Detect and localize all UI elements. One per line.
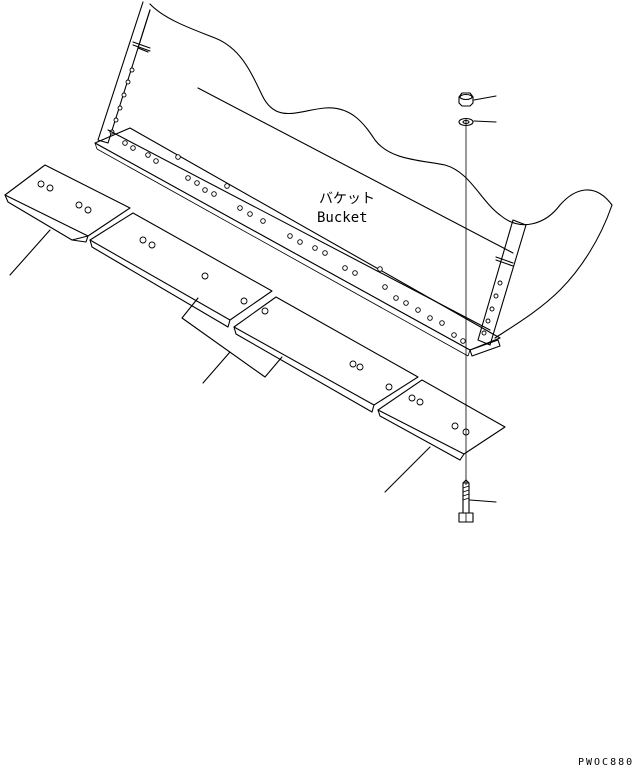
bucket bbox=[94, 1, 613, 357]
base-edge-hatch bbox=[94, 142, 471, 357]
bolt-icon bbox=[458, 479, 474, 523]
nut-icon bbox=[458, 92, 474, 107]
washer-icon bbox=[458, 117, 474, 127]
cutting-edge-end-left bbox=[4, 164, 131, 243]
left-side-stripe bbox=[132, 41, 151, 49]
cutting-edge-middle-1 bbox=[89, 212, 273, 328]
right-side-holes bbox=[481, 280, 503, 336]
right-side-plate bbox=[477, 219, 527, 346]
right-side-stripe bbox=[495, 256, 514, 264]
base-edge-lip bbox=[469, 339, 501, 357]
base-edge-holes bbox=[122, 140, 466, 344]
leader-middle bbox=[202, 351, 231, 384]
cutting-edge-middle-2 bbox=[233, 296, 419, 413]
leader-end-right bbox=[384, 446, 431, 493]
leader-washer bbox=[473, 120, 497, 123]
leader-lines bbox=[9, 95, 497, 503]
bucket-label-jp: バケット bbox=[319, 191, 375, 207]
bucket-label-en: Bucket bbox=[317, 210, 368, 226]
left-side-plate bbox=[97, 1, 151, 144]
right-side-stripe-2 bbox=[495, 259, 514, 267]
bucket-break-line bbox=[149, 3, 613, 225]
leader-nut bbox=[473, 95, 497, 101]
fastener-assembly bbox=[458, 92, 474, 523]
left-side-stripe-2 bbox=[132, 44, 151, 52]
bucket-label: バケット Bucket bbox=[317, 191, 375, 226]
leader-end-left bbox=[9, 229, 51, 276]
left-side-plate-inner bbox=[137, 9, 151, 53]
bucket-side-break bbox=[494, 204, 613, 339]
drawing-code: PWOC880 bbox=[578, 757, 634, 768]
leader-bolt bbox=[469, 499, 497, 503]
bucket-floor-back bbox=[197, 87, 514, 254]
leader-middle-bracket bbox=[181, 297, 283, 378]
cutting-edge-end-right bbox=[377, 379, 506, 461]
